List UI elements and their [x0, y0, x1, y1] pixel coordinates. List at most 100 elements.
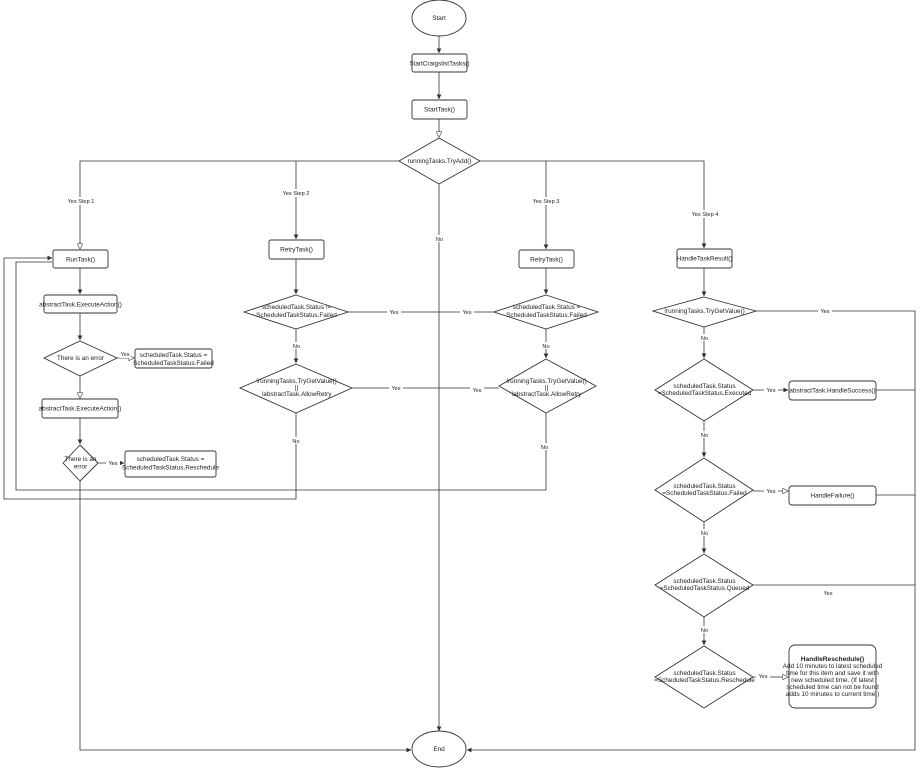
edge-step2-loop-back [3, 255, 297, 500]
error-1-diamond [42, 340, 119, 377]
end-label: End [433, 746, 445, 753]
handle-reschedule-body-4: scheduled time can not be found [786, 684, 879, 691]
edge-labels: Yes Step 1 Yes Step 2 Yes Step 3 Yes Ste… [66, 189, 835, 680]
edge-error2-to-end [79, 481, 412, 753]
check-failed-4-diamond [654, 457, 754, 523]
failed4-yes-label: Yes [766, 489, 775, 495]
start-craigslist-tasks-box [411, 53, 468, 73]
check-executed-line-1: scheduledTask.Status [673, 383, 735, 390]
handle-task-result-label: HandleTaskResult() [677, 256, 733, 263]
error-2-diamond [62, 444, 99, 482]
handle-reschedule-body-3: new scheduled time. (If latest [791, 677, 874, 684]
check-reschedule-diamond [654, 645, 754, 709]
status-reschedule-box [124, 450, 217, 478]
status-failed-1-box [134, 348, 213, 369]
step2-check-no-label: No [293, 344, 300, 350]
check-failed-line-1: scheduledTask.Status = [513, 304, 581, 311]
step2-retry-no-label: No [292, 439, 299, 445]
retry-task-2-label: RetryTask() [280, 247, 313, 254]
start-label: Start [432, 15, 446, 22]
execute-action-1-box [43, 294, 118, 314]
executed-no-label: No [701, 433, 708, 439]
retry-task-3-box [518, 249, 575, 269]
check-reschedule-line-2: =ScheduledTaskStatus.Reschedule [654, 677, 755, 684]
start-terminal [411, 0, 467, 37]
check-failed-line-2: ScheduledTaskStatus.Failed [506, 312, 587, 319]
edge-tryadd-step1 [80, 160, 399, 249]
step3-check-no-label: No [542, 344, 549, 350]
execute-action-1-label: abstractTask.ExecuteAction() [39, 302, 122, 309]
retry-task-2-box [268, 239, 325, 260]
handle-success-label: abstractTask.HandleSuccess() [789, 388, 875, 395]
failed4-no-label: No [701, 531, 708, 537]
step-3-label: Yes Step 3 [533, 199, 560, 205]
allow-retry-2-line-2: || [295, 385, 299, 392]
error-1-label: There is an error [57, 355, 105, 362]
start-task-box [411, 99, 468, 120]
check-not-failed-line-1: scheduledTask.Status != [262, 304, 332, 311]
status-reschedule-line-1: scheduledTask.Status = [137, 456, 205, 463]
tryadd-no-label: No [436, 237, 443, 243]
check-not-failed-line-2: ScheduledTaskStatus.Failed [256, 312, 337, 319]
try-add-label: runningTasks.TryAdd() [407, 158, 471, 165]
edge-tryadd-step4 [546, 160, 707, 249]
start-craigslist-tasks-label: StartCraigslistTasks() [409, 61, 469, 68]
run-task-label: RunTask() [66, 257, 95, 264]
check-failed-4-line-1: scheduledTask.Status [673, 483, 735, 490]
status-failed-1-line-1: scheduledTask.Status = [140, 352, 208, 359]
execute-action-2-box [41, 398, 119, 419]
try-get-value-label: !runningTasks.TryGetValue() [664, 308, 745, 315]
reschedule-yes-label: Yes [758, 674, 767, 680]
step-4-label: Yes Step 4 [692, 212, 719, 218]
allow-retry-2-diamond [238, 363, 354, 414]
retry-task-3-label: RetryTask() [530, 257, 563, 264]
edge-step3-loop-back [15, 261, 547, 491]
handle-reschedule-title: HandleReschedule() [801, 656, 864, 663]
try-add-diamond [398, 137, 481, 185]
handle-failure-box [788, 485, 877, 506]
nodes: Start End StartCraigslistTasks() StartTa… [39, 0, 883, 768]
allow-retry-2-line-3: !abstractTask.AllowRetry [262, 391, 333, 398]
allow-retry-2-line-1: !runningTasks.TryGetValue() [256, 378, 337, 385]
check-executed-diamond [654, 358, 754, 422]
status-reschedule-line-2: ScheduledTaskStatus.Reschedule [122, 465, 219, 472]
handle-reschedule-box [788, 644, 877, 709]
edge-trygetvalue-yes-bus [466, 310, 916, 753]
error-2-line-1: There is an [65, 456, 97, 463]
step3-retry-no-label: No [541, 445, 548, 451]
try-get-value-diamond [651, 296, 758, 328]
check-reschedule-line-1: scheduledTask.Status [673, 670, 735, 677]
handle-failure-label: HandleFailure() [810, 493, 854, 500]
trygetvalue-yes-label: Yes [820, 309, 829, 315]
handle-reschedule-body-1: Add 10 minutes to latest scheduled [783, 663, 883, 670]
status-failed-1-line-2: ScheduledTaskStatus.Failed [133, 360, 214, 367]
trygetvalue-no-label: No [701, 336, 708, 342]
end-terminal [411, 730, 467, 768]
error-2-yes-label: Yes [108, 461, 117, 467]
check-queued-diamond [654, 553, 754, 618]
step-2-label: Yes Step 2 [283, 191, 310, 197]
start-task-label: StartTask() [424, 107, 455, 114]
allow-retry-3-diamond [498, 358, 597, 414]
allow-retry-3-line-2: || [545, 385, 549, 392]
handle-task-result-box [676, 248, 733, 269]
error-1-yes-label: Yes [120, 352, 129, 358]
allow-retry-3-line-3: !abstractTask.AllowRetry [512, 391, 583, 398]
check-executed-line-2: =ScheduledTaskStatus.Executed [658, 390, 752, 397]
check-not-failed-diamond [242, 294, 350, 330]
step2-check-yes-label: Yes [389, 310, 398, 316]
step3-check-yes-label: Yes [462, 310, 471, 316]
executed-yes-label: Yes [766, 388, 775, 394]
handle-reschedule-body-2: time for this item and save it with [786, 670, 879, 677]
error-2-line-2: error [74, 464, 88, 471]
execute-action-2-label: abstractTask.ExecuteAction() [39, 406, 122, 413]
handle-reschedule-body-5: adds 10 minutes to current time.) [786, 691, 879, 698]
allow-retry-3-line-1: !runningTasks.TryGetValue() [506, 378, 587, 385]
check-failed-4-line-2: =ScheduledTaskStatus.Failed [662, 490, 747, 497]
queued-yes-label: Yes [823, 591, 832, 597]
step3-retry-yes-label: Yes [472, 388, 481, 394]
step-1-label: Yes Step 1 [68, 199, 95, 205]
handle-success-box [788, 380, 877, 401]
run-task-box [52, 249, 109, 269]
